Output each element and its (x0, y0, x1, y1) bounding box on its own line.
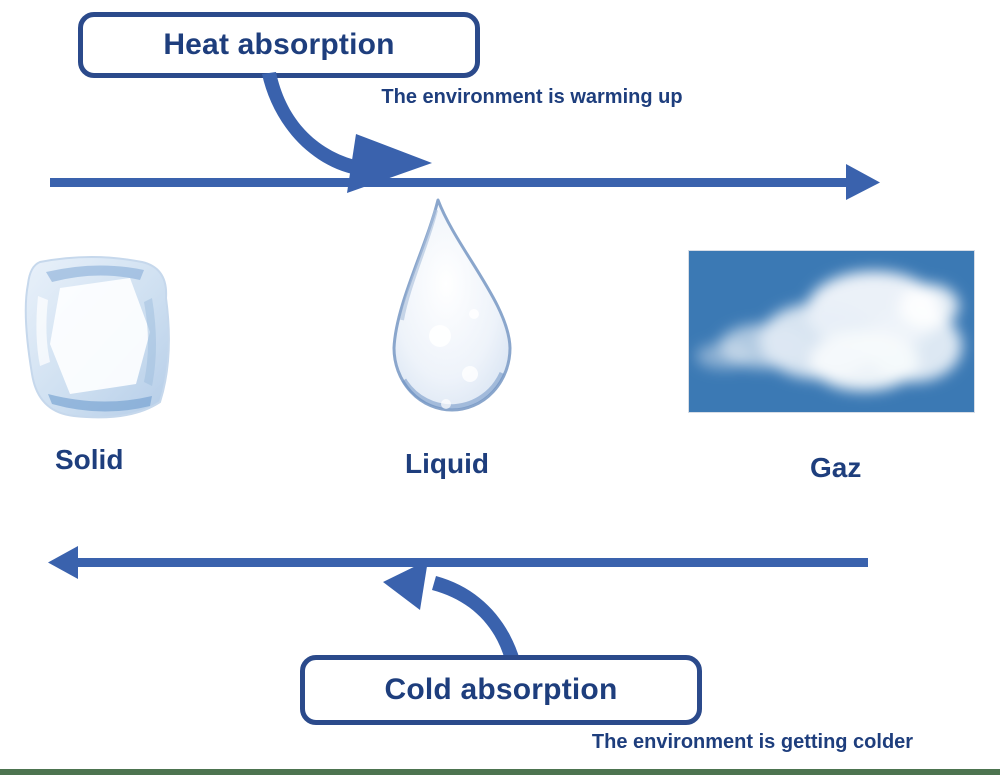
cold-absorption-box: Cold absorption (300, 655, 702, 725)
heat-caption: The environment is warming up (381, 86, 683, 108)
heat-absorption-label: Heat absorption (163, 28, 395, 61)
cold-caption: The environment is getting colder (591, 731, 914, 753)
bottom-green-divider (0, 769, 1000, 775)
cold-direction-arrow-icon (48, 546, 868, 579)
cold-curve-arrow-icon (383, 560, 520, 660)
state-label-solid: Solid (55, 444, 124, 475)
water-drop-image (392, 198, 512, 412)
heat-absorption-box: Heat absorption (78, 12, 480, 78)
ice-cube-image (24, 256, 170, 419)
cloud-shape (696, 271, 962, 391)
heat-direction-arrow-icon (50, 164, 880, 200)
cold-absorption-label: Cold absorption (384, 673, 618, 706)
state-label-gaz: Gaz (810, 452, 862, 483)
cloud-image (688, 250, 975, 413)
state-label-liquid: Liquid (405, 448, 489, 479)
